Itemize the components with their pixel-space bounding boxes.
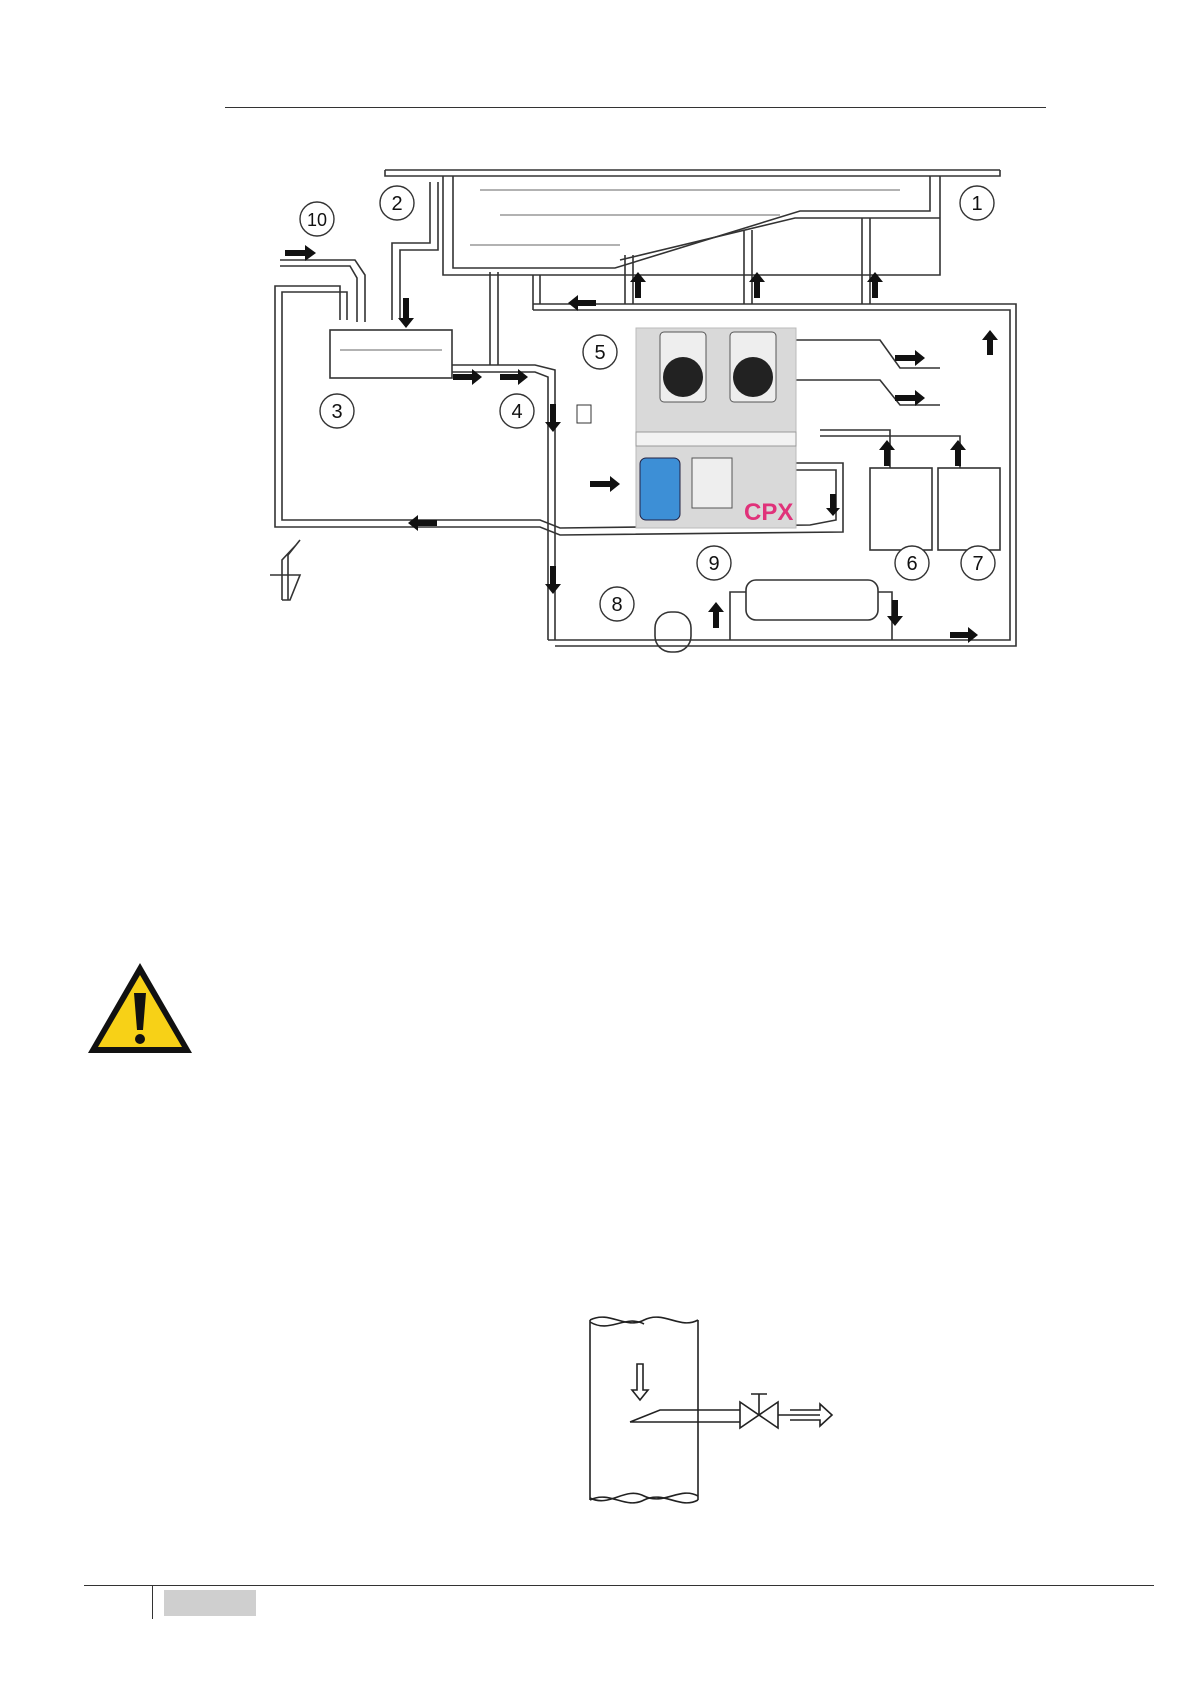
callout-7-label: 7 — [972, 553, 983, 575]
callout-10-label: 10 — [307, 210, 327, 230]
footer-page-box — [164, 1590, 256, 1616]
heater — [746, 580, 878, 620]
warning-triangle-icon — [84, 958, 196, 1058]
tank-7 — [938, 468, 1000, 550]
pool-walls — [443, 176, 940, 275]
callout-4-label: 4 — [511, 401, 522, 423]
pool-basin — [385, 170, 1000, 176]
footer-rule — [84, 1585, 1154, 1586]
water-filter — [640, 458, 680, 520]
balance-tank — [330, 330, 452, 378]
footer-divider — [152, 1585, 153, 1619]
callout-1-label: 1 — [971, 193, 982, 215]
callout-6-label: 6 — [906, 553, 917, 575]
installation-diagram: CPX 1 2 3 4 5 6 — [0, 0, 1191, 700]
callout-9-label: 9 — [708, 553, 719, 575]
callout-3-label: 3 — [331, 401, 342, 423]
logo-cpx: CPX — [744, 499, 793, 526]
callout-8-label: 8 — [611, 594, 622, 616]
sampling-valve-diagram — [580, 1310, 860, 1510]
callout-2-label: 2 — [391, 193, 402, 215]
tank-6 — [870, 468, 932, 550]
callout-5-label: 5 — [594, 342, 605, 364]
